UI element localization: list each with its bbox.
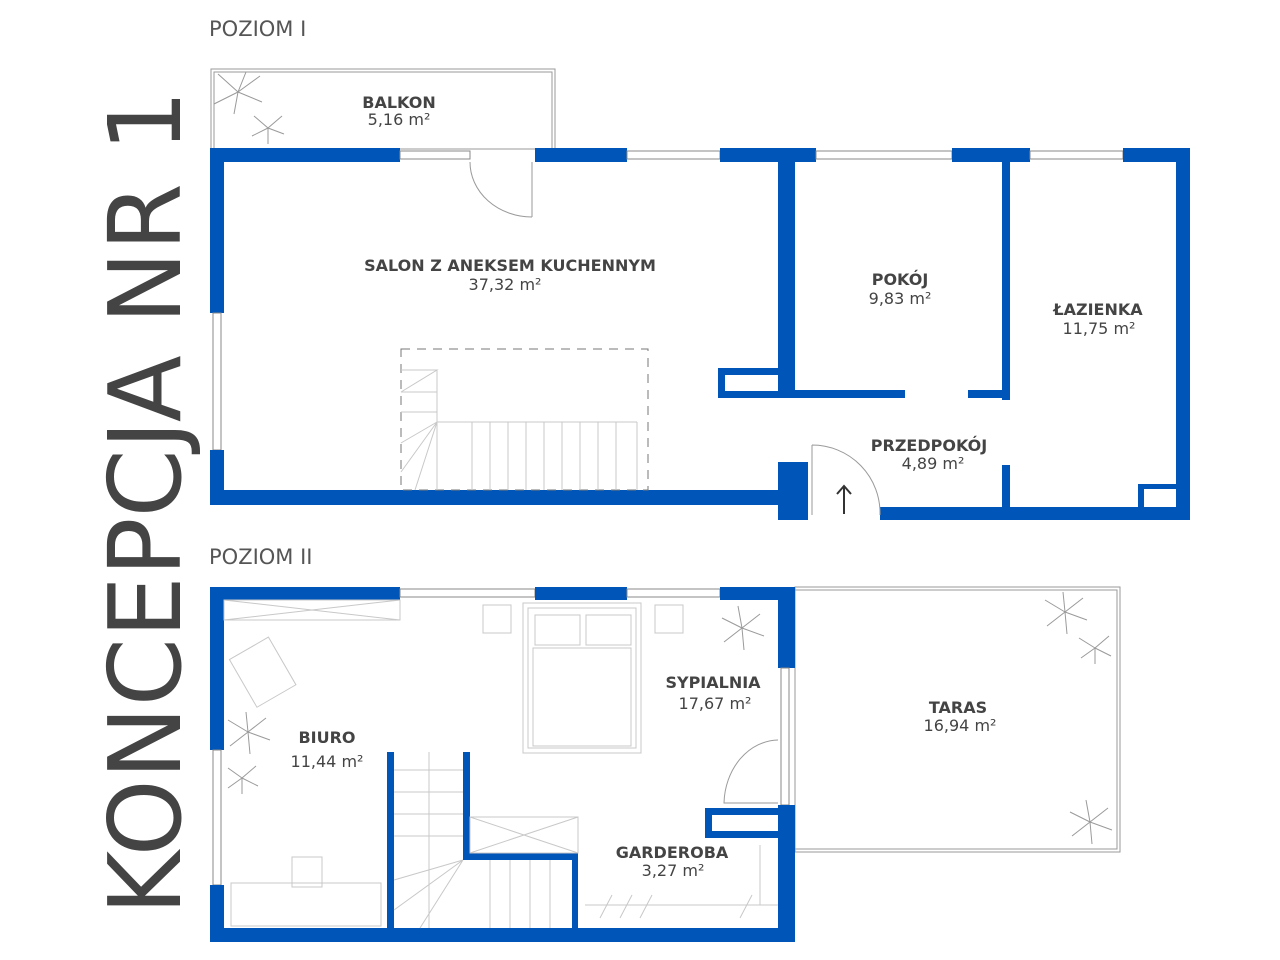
room-area-biuro: 11,44 m² (291, 752, 364, 771)
room-name-lazienka: ŁAZIENKA (1052, 300, 1143, 319)
room-area-sypialnia: 17,67 m² (679, 694, 752, 713)
room-name-pokoj: POKÓJ (872, 270, 929, 289)
room-name-taras: TARAS (929, 698, 987, 717)
bedroom-door[interactable] (723, 739, 779, 804)
room-area-przedpokoj: 4,89 m² (902, 454, 965, 473)
room-area-pokoj: 9,83 m² (869, 289, 932, 308)
room-name-salon: SALON Z ANEKSEM KUCHENNYM (364, 256, 656, 275)
entrance-arrow-icon (836, 484, 852, 514)
terrace (794, 586, 1121, 853)
room-area-lazienka: 11,75 m² (1063, 319, 1136, 338)
room-name-przedpokoj: PRZEDPOKÓJ (871, 436, 987, 455)
plant-icon (227, 591, 1113, 845)
level-2-walls (210, 587, 795, 942)
balcony-door[interactable] (469, 161, 533, 218)
level-1-walls (210, 148, 1190, 520)
stairs-outline (400, 348, 649, 491)
room-name-balkon: BALKON (362, 93, 435, 112)
concept-title: KONCEPCJA NR 1 (87, 90, 204, 915)
room-area-taras: 16,94 m² (924, 716, 997, 735)
room-name-garderoba: GARDEROBA (616, 843, 729, 862)
room-name-sypialnia: SYPIALNIA (665, 673, 761, 692)
furniture (223, 599, 778, 929)
plant-icon (213, 71, 285, 144)
room-area-balkon: 5,16 m² (368, 110, 431, 129)
room-name-biuro: BIURO (298, 728, 355, 747)
entrance-door[interactable] (811, 444, 881, 516)
room-area-salon: 37,32 m² (469, 275, 542, 294)
level-2-label: POZIOM II (209, 545, 312, 569)
level-1-label: POZIOM I (209, 17, 306, 41)
room-area-garderoba: 3,27 m² (642, 861, 705, 880)
